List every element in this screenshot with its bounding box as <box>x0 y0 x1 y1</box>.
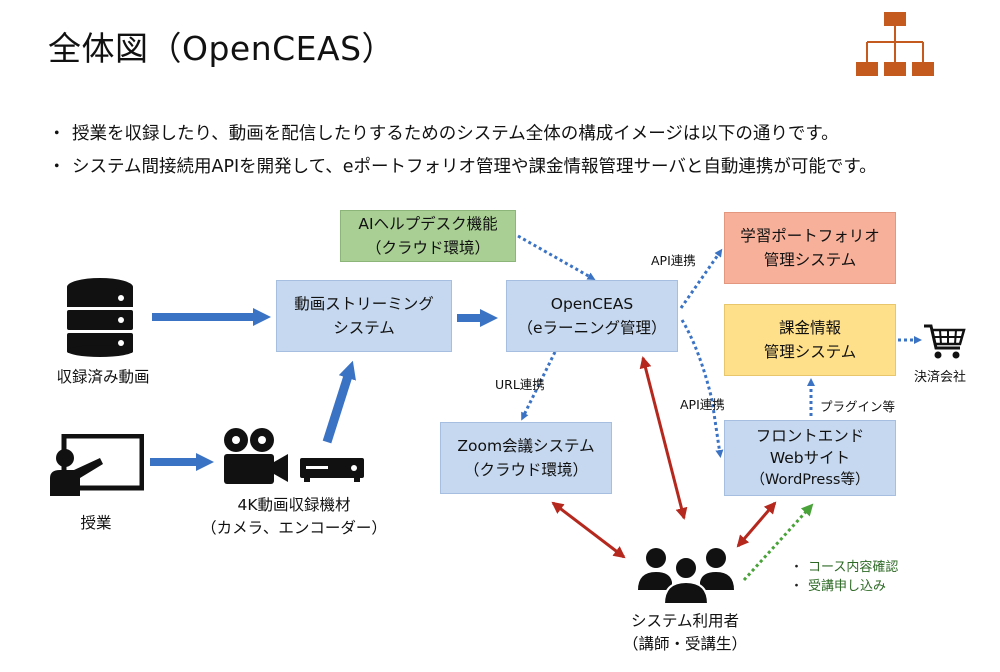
users-line2: （講師・受講生） <box>622 635 747 653</box>
arrow-equipment-to-streaming <box>322 360 356 444</box>
portfolio-line2: 管理システム <box>763 251 857 269</box>
red-arrow-users-frontend <box>736 501 777 548</box>
zoom-line2: （クラウド環境） <box>463 461 588 479</box>
bullet-text: システム間接続用APIを開発して、eポートフォリオ管理や課金情報管理サーバと自動… <box>72 157 877 177</box>
presenter-icon <box>50 434 144 496</box>
portfolio-box: 学習ポートフォリオ 管理システム <box>724 212 896 284</box>
video-camera-icon <box>224 428 288 484</box>
openceas-line2: （eラーニング管理） <box>517 319 667 337</box>
list-item: ・ 受講申し込み <box>790 577 898 596</box>
api-link-label-top: API連携 <box>651 253 696 268</box>
bullet-list: ・ 授業を収録したり、動画を配信したりするためのシステム全体の構成イメージは以下… <box>48 118 877 184</box>
billing-box: 課金情報 管理システム <box>724 304 896 376</box>
bullet-item: ・ 授業を収録したり、動画を配信したりするためのシステム全体の構成イメージは以下… <box>48 118 877 151</box>
bullet-symbol: ・ <box>48 124 66 144</box>
users-line1: システム利用者 <box>630 612 740 630</box>
streaming-system-box: 動画ストリーミング システム <box>276 280 452 352</box>
frontend-line3: （WordPress等） <box>750 472 870 488</box>
equipment-label: 4K動画収録機材 （カメラ、エンコーダー） <box>194 494 394 540</box>
page-title: 全体図（OpenCEAS） <box>48 29 396 68</box>
zoom-box: Zoom会議システム （クラウド環境） <box>440 422 612 494</box>
recorded-video-label: 収録済み動画 <box>56 368 150 386</box>
zoom-line1: Zoom会議システム <box>457 437 595 455</box>
openceas-line1: OpenCEAS <box>550 295 634 313</box>
ai-helpdesk-box: AIヘルプデスク機能 （クラウド環境） <box>340 210 516 262</box>
bullet-symbol: ・ <box>48 157 66 177</box>
list-item-text: 受講申し込み <box>808 579 887 594</box>
streaming-line1: 動画ストリーミング <box>294 295 434 313</box>
frontend-box: フロントエンド Webサイト （WordPress等） <box>724 420 896 496</box>
dotted-openceas-to-frontend <box>680 319 724 458</box>
org-chart-icon <box>856 12 934 76</box>
red-arrow-zoom-users <box>551 501 626 559</box>
streaming-line2: システム <box>333 319 395 337</box>
shopping-cart-icon <box>924 324 966 359</box>
url-link-label: URL連携 <box>495 377 545 392</box>
users-group-icon <box>638 548 734 604</box>
red-arrow-openceas-users <box>639 356 688 520</box>
green-dotted-users-to-frontend <box>742 503 814 582</box>
billing-line1: 課金情報 <box>778 319 841 337</box>
users-label: システム利用者 （講師・受講生） <box>600 610 770 656</box>
dotted-openceas-to-portfolio <box>679 248 723 309</box>
equipment-line1: 4K動画収録機材 <box>237 496 351 514</box>
list-bullet: ・ <box>790 579 804 594</box>
plugin-label: プラグイン等 <box>820 399 896 414</box>
bullet-item: ・ システム間接続用APIを開発して、eポートフォリオ管理や課金情報管理サーバと… <box>48 151 877 184</box>
list-item-text: コース内容確認 <box>808 560 899 575</box>
billing-line2: 管理システム <box>763 343 857 361</box>
payment-company-label: 決済会社 <box>914 370 967 385</box>
frontend-line2: Webサイト <box>769 449 851 467</box>
equipment-line2: （カメラ、エンコーダー） <box>201 519 387 537</box>
dotted-openceas-to-zoom <box>521 351 557 421</box>
user-actions-list: ・ コース内容確認 ・ 受講申し込み <box>790 558 898 596</box>
list-item: ・ コース内容確認 <box>790 558 898 577</box>
bullet-text: 授業を収録したり、動画を配信したりするためのシステム全体の構成イメージは以下の通… <box>72 124 839 144</box>
dotted-ai-to-openceas <box>517 234 596 280</box>
openceas-box: OpenCEAS （eラーニング管理） <box>506 280 678 352</box>
ai-helpdesk-line1: AIヘルプデスク機能 <box>358 215 498 233</box>
class-label: 授業 <box>80 514 112 532</box>
frontend-line1: フロントエンド <box>755 427 865 445</box>
api-link-label-mid: API連携 <box>680 397 725 412</box>
encoder-icon <box>300 458 364 482</box>
ai-helpdesk-line2: （クラウド環境） <box>365 239 490 257</box>
database-icon <box>67 278 133 357</box>
list-bullet: ・ <box>790 560 804 575</box>
portfolio-line1: 学習ポートフォリオ <box>740 227 880 245</box>
